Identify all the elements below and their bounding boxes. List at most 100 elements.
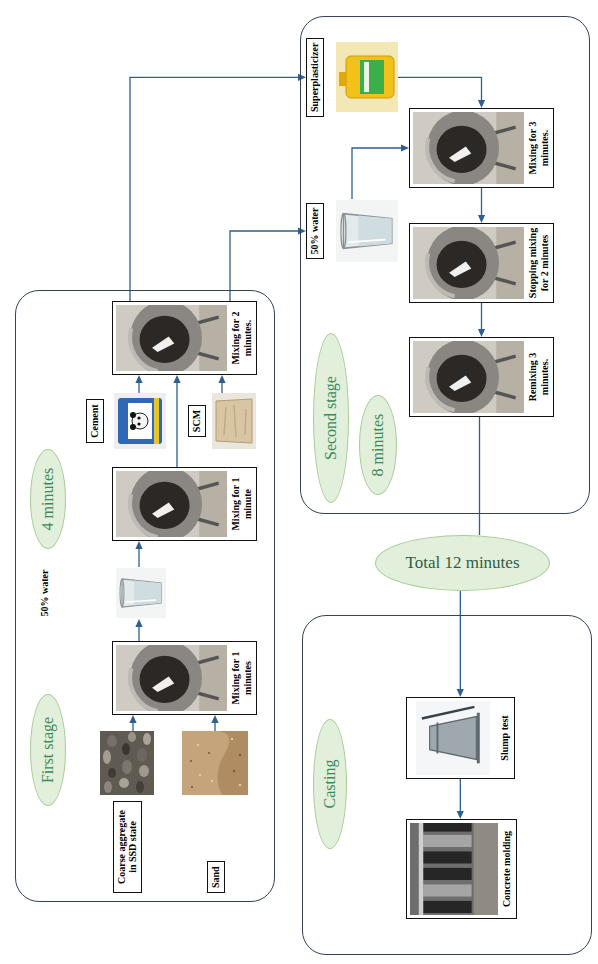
material-item: Sand [182, 731, 248, 893]
step-text: Remixing 3 minutes. [527, 341, 550, 413]
photo-frame [413, 112, 524, 184]
stage-heading-ellipse: 4 minutes [30, 449, 66, 549]
arrow-head [129, 715, 136, 723]
material-label: Superplasticizer [306, 38, 324, 117]
connector [457, 779, 464, 819]
step-text: Mixing for 3 minutes. [527, 112, 550, 184]
process-box: Slump test [406, 697, 515, 779]
arrow-head [211, 715, 218, 723]
arrow-head [401, 144, 409, 151]
photo-frame [100, 731, 154, 795]
arrow-head [478, 329, 485, 337]
connector-line [352, 148, 402, 199]
label-slot: Coarse aggregate in SSD state [113, 801, 142, 893]
stage-heading: Casting [321, 760, 339, 809]
slump-cone-photo [410, 701, 496, 775]
mixer-photo [413, 227, 524, 299]
material-text: Coarse aggregate in SSD state [116, 806, 139, 888]
step-text: Mixing for 2 minutes. [230, 305, 253, 371]
material-item: Coarse aggregate in SSD state [100, 731, 154, 893]
arrow-head [173, 375, 180, 383]
connector-line [460, 591, 461, 690]
water-glass-photo [116, 567, 166, 619]
sand-photo [182, 731, 248, 795]
step-text: Stopping mixing for 2 minutes [527, 227, 550, 299]
stage-panel: Casting Slump test Concrete molding [302, 615, 592, 955]
mixer-photo [116, 305, 227, 371]
cement-bag-photo [114, 393, 166, 449]
stage-heading: Second stage [322, 376, 340, 460]
connector [135, 375, 142, 393]
process-box: Concrete molding [406, 819, 517, 919]
material-text: Cement [89, 404, 101, 437]
arrow-head [457, 811, 464, 819]
process-box: Mixing for 3 minutes. [409, 108, 554, 188]
arrow-head [218, 375, 225, 383]
total-time-ellipse: Total 12 minutes [375, 535, 550, 591]
material-item: 50% water [38, 567, 166, 619]
scm-bag-photo [212, 393, 256, 449]
connector-line [481, 303, 482, 330]
stage-heading: First stage [39, 717, 57, 783]
connector-line [176, 382, 177, 467]
connector-line [138, 548, 139, 567]
mixer-photo [413, 341, 524, 413]
arrow-head [135, 541, 142, 549]
material-text: Sand [210, 866, 222, 888]
material-label: Coarse aggregate in SSD state [113, 801, 142, 893]
arrow-head [135, 619, 142, 627]
connector-line [132, 722, 133, 731]
process-box: Stopping mixing for 2 minutes [409, 223, 554, 303]
mixer-photo [116, 645, 227, 711]
connector [173, 375, 180, 467]
process-box: Mixing for 2 minutes. [112, 301, 257, 375]
step-text: Mixing for 1 minutes [230, 645, 253, 711]
photo-frame [336, 42, 398, 112]
material-item: SCM [188, 393, 256, 449]
material-item: 50% water [306, 199, 398, 263]
stage-heading: 4 minutes [39, 468, 57, 531]
photo-frame [212, 393, 256, 449]
material-item: Cement [86, 393, 166, 449]
photo-frame [116, 567, 166, 619]
process-box: Remixing 3 minutes. [409, 337, 554, 417]
connector-line [138, 626, 139, 641]
total-time-text: Total 12 minutes [405, 553, 519, 573]
connector [135, 619, 142, 641]
arrow-head [478, 100, 485, 108]
coarse-aggregate-photo [100, 731, 154, 795]
connector [457, 591, 464, 697]
connector-line [398, 77, 482, 101]
water-glass-photo [336, 199, 398, 263]
step-text: Slump test [499, 701, 511, 775]
step-text: Mixing for 1 minute [230, 471, 253, 537]
material-label: Sand [207, 861, 225, 893]
connector [479, 417, 480, 535]
connector-line [138, 382, 139, 393]
photo-frame [336, 199, 398, 263]
material-text: 50% water [309, 208, 321, 255]
concrete-molds-photo [410, 823, 498, 915]
stage-panel: Second stage8 minutesSuperplasticizer 50… [300, 16, 590, 514]
connector [129, 715, 136, 731]
stage-heading-ellipse: Second stage [313, 333, 349, 503]
connector [218, 375, 225, 393]
mixer-photo [413, 112, 524, 184]
photo-frame [182, 731, 248, 795]
material-label: 50% water [38, 568, 52, 619]
photo-frame [116, 305, 227, 371]
arrow-head [135, 375, 142, 383]
material-text: Superplasticizer [309, 43, 321, 112]
connector-line [130, 77, 299, 301]
material-text: SCM [191, 410, 203, 432]
photo-frame [116, 645, 227, 711]
photo-frame [410, 701, 496, 775]
photo-frame [410, 823, 498, 915]
process-box: Mixing for 1 minutes [112, 641, 257, 715]
step-text: Concrete molding [501, 823, 513, 915]
stage-panel: First stage 4 minutesCoarse aggregate in … [15, 290, 275, 902]
connector [478, 303, 485, 337]
connector [130, 74, 306, 301]
stage-heading-ellipse: Casting [313, 719, 347, 849]
